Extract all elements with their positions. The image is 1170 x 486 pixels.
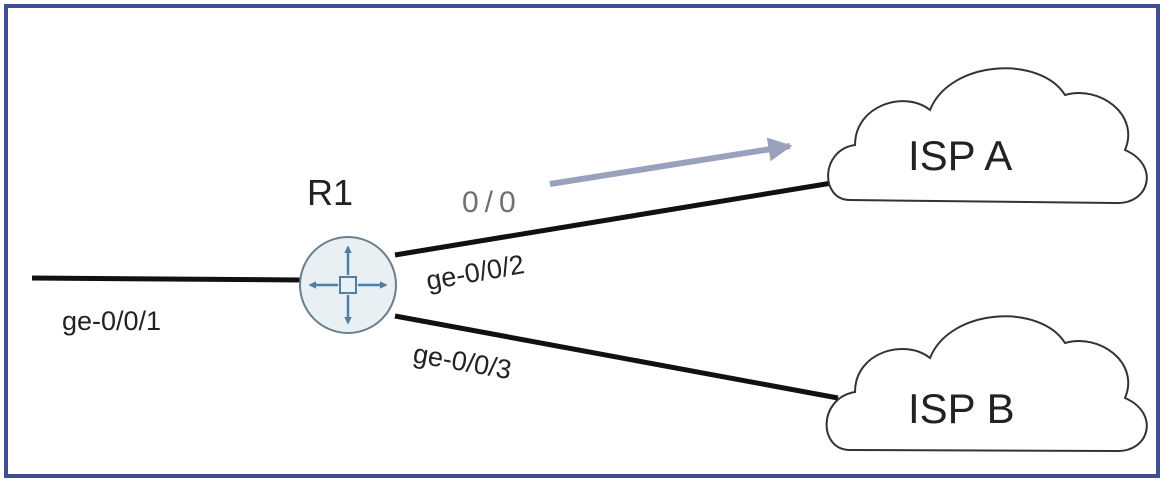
interface-label-ge-0-0-3: ge-0/0/3 (411, 338, 514, 385)
link-isp-b (394, 313, 839, 401)
router-icon (299, 236, 397, 334)
router-name-label: R1 (307, 172, 353, 213)
cloud-label-isp-b: ISP B (908, 385, 1015, 432)
interface-label-ge-0-0-2: ge-0/0/2 (424, 249, 527, 296)
default-route-arrow (549, 137, 793, 187)
cloud-label-isp-a: ISP A (908, 132, 1012, 179)
cloud-isp-b (825, 315, 1148, 453)
link-ge-0-0-1 (31, 275, 303, 283)
cloud-isp-a (827, 67, 1148, 205)
default-route-label: 0/0 (462, 186, 522, 219)
interface-label-ge-0-0-1: ge-0/0/1 (62, 306, 161, 336)
link-isp-a (394, 179, 839, 258)
